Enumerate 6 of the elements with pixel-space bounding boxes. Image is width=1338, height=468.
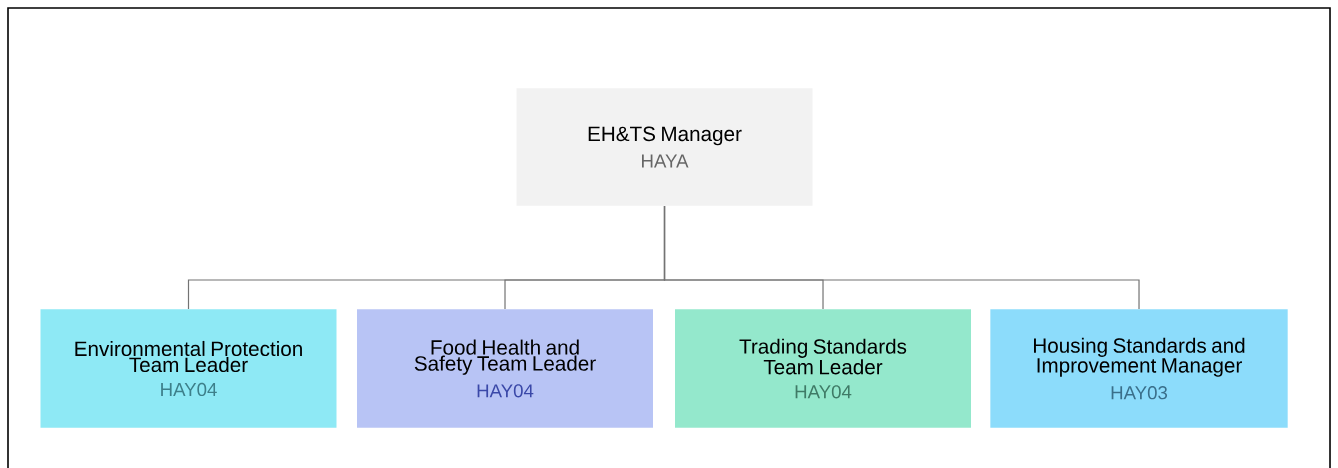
org-box: Food Health and Safety Team Leader HAY04 bbox=[357, 309, 653, 428]
org-box: Housing Standards and Improvement Manager HAY03 bbox=[990, 309, 1288, 428]
org-box: Environmental Protection Team Leader HAY04 bbox=[40, 309, 337, 428]
org-box: EH&TS Manager HAYA bbox=[516, 88, 813, 206]
connector bbox=[663, 205, 1140, 310]
org-box: Trading Standards Team Leader HAY04 bbox=[675, 309, 971, 428]
